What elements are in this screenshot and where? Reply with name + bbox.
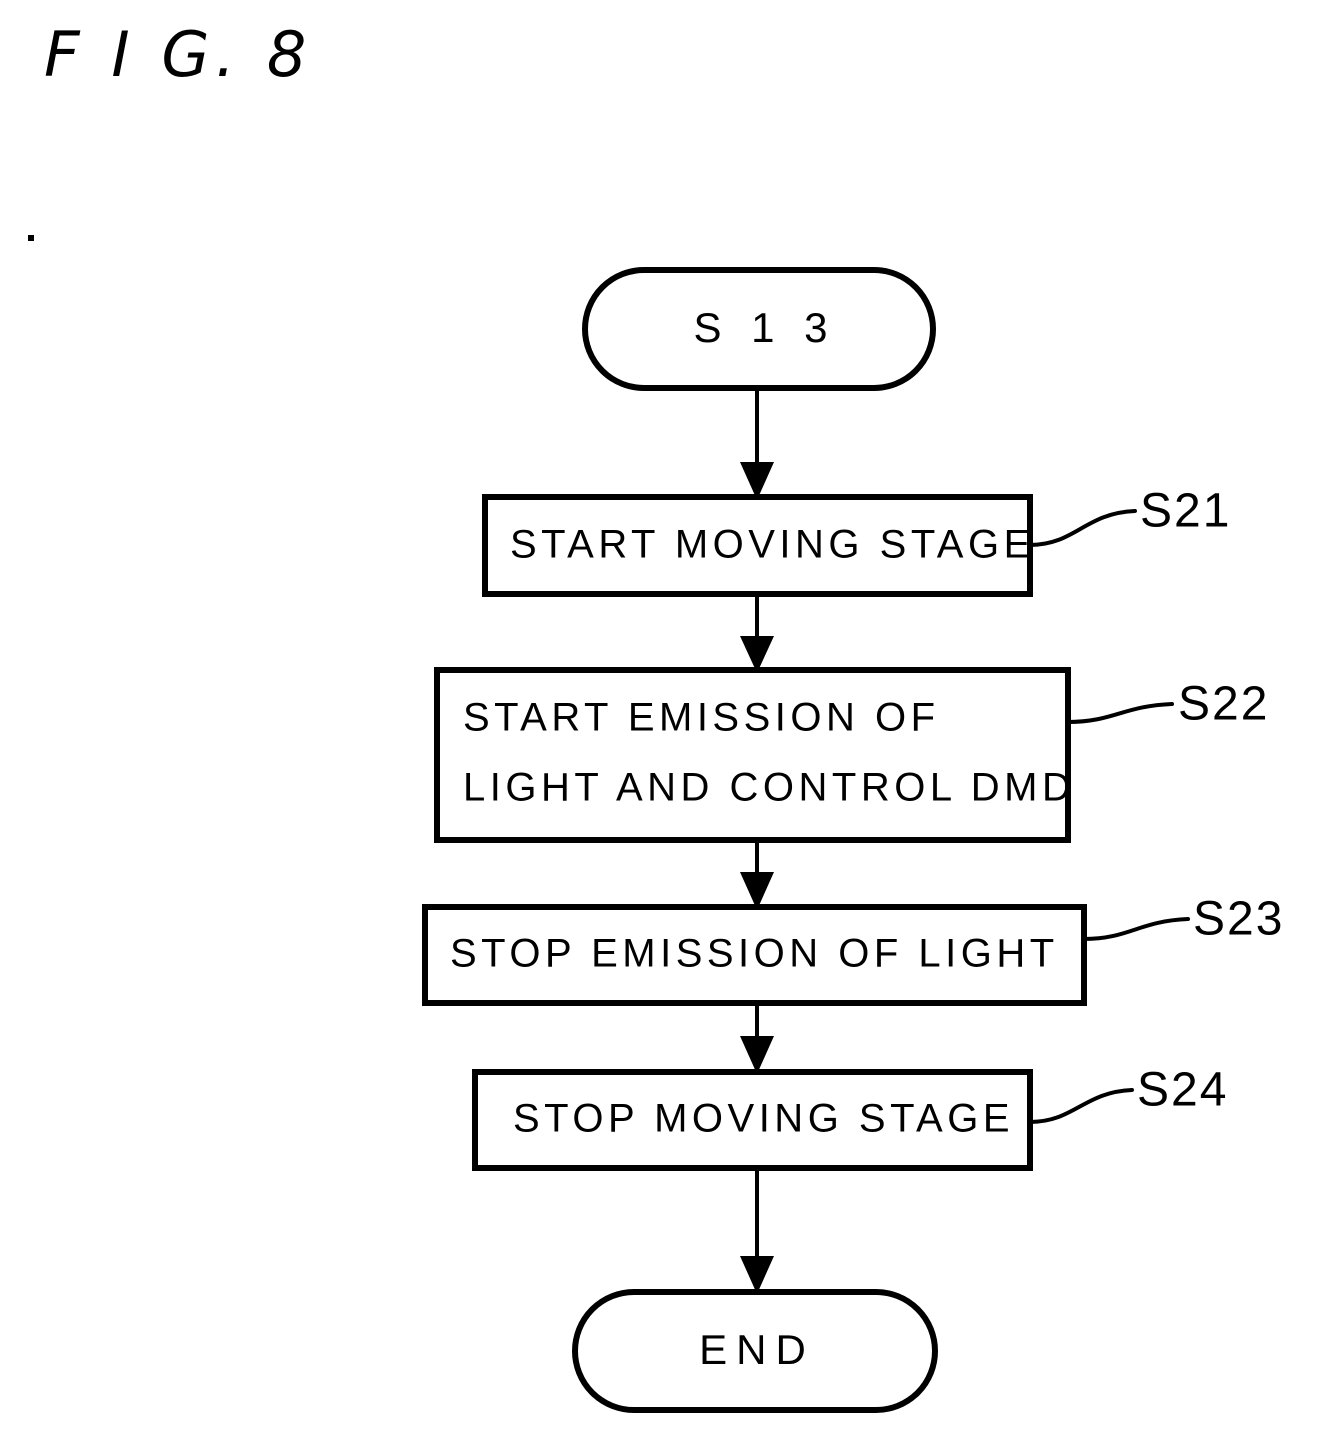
process-box-s21-line-1: START MOVING STAGE bbox=[510, 523, 1035, 567]
connector-s22-to-s23 bbox=[740, 840, 774, 910]
ref-label-s21: S21 bbox=[1140, 485, 1231, 538]
arrowhead-icon bbox=[740, 872, 774, 910]
leader-line-s22 bbox=[1066, 702, 1174, 724]
start-terminal: S 1 3 bbox=[582, 267, 936, 391]
arrowhead-icon bbox=[740, 462, 774, 500]
start-terminal-label: S 1 3 bbox=[693, 304, 836, 351]
ref-label-s24: S24 bbox=[1137, 1064, 1228, 1117]
connector-s24-to-end bbox=[740, 1168, 774, 1294]
process-box-s22: START EMISSION OF LIGHT AND CONTROL DMD … bbox=[434, 667, 1269, 843]
process-box-s24-line-1: STOP MOVING STAGE bbox=[513, 1097, 1014, 1141]
leader-line-s21 bbox=[1028, 509, 1137, 547]
process-box-s23-line-1: STOP EMISSION OF LIGHT bbox=[450, 932, 1059, 976]
arrowhead-icon bbox=[740, 636, 774, 673]
leader-line-s23 bbox=[1082, 917, 1190, 941]
process-box-s22-shape bbox=[434, 667, 1071, 843]
process-box-s24-shape bbox=[472, 1069, 1033, 1171]
end-terminal-shape bbox=[572, 1289, 938, 1413]
process-box-s23: STOP EMISSION OF LIGHT S23 bbox=[422, 893, 1284, 1006]
connector-s21-to-s22 bbox=[740, 594, 774, 673]
connector-start-to-s21 bbox=[740, 388, 774, 500]
process-box-s22-line-2: LIGHT AND CONTROL DMD bbox=[463, 766, 1075, 810]
process-box-s23-shape bbox=[422, 904, 1087, 1006]
process-box-s21: START MOVING STAGE S21 bbox=[482, 485, 1231, 597]
figure-title: F I G. 8 bbox=[44, 18, 313, 91]
end-terminal: END bbox=[572, 1289, 938, 1413]
process-box-s24: STOP MOVING STAGE S24 bbox=[472, 1064, 1228, 1171]
end-terminal-label: END bbox=[699, 1326, 815, 1373]
leader-line-s24 bbox=[1028, 1088, 1134, 1124]
arrowhead-icon bbox=[740, 1036, 774, 1074]
ref-label-s23: S23 bbox=[1193, 893, 1284, 946]
connector-s23-to-s24 bbox=[740, 1003, 774, 1074]
process-box-s22-line-1: START EMISSION OF bbox=[463, 696, 940, 740]
scan-speck bbox=[28, 235, 34, 241]
arrowhead-icon bbox=[740, 1256, 774, 1294]
ref-label-s22: S22 bbox=[1178, 678, 1269, 731]
